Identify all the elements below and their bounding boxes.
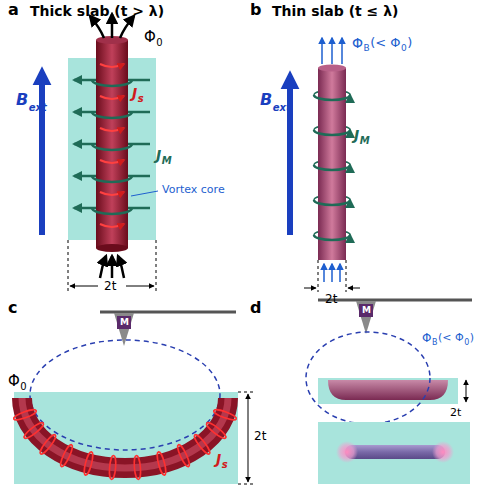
vortex-end-glow — [336, 441, 358, 463]
js-loop — [213, 408, 238, 422]
js-loop — [192, 433, 211, 456]
flux-subscript: 0 — [401, 44, 407, 53]
js-loop — [109, 455, 117, 479]
ring-highlight — [22, 398, 228, 468]
js-loop — [83, 451, 95, 476]
js-loop — [13, 408, 38, 422]
cantilever — [318, 299, 472, 302]
field-symbol: B — [260, 92, 272, 108]
dimension-arrow — [70, 286, 98, 287]
js-loop — [205, 421, 228, 440]
js-loops — [13, 408, 238, 480]
vortex-half-ring — [22, 398, 228, 468]
leader-line — [131, 191, 158, 196]
dimension-arrow — [126, 286, 154, 287]
panel-c-art — [13, 312, 254, 484]
flux-text: ) — [407, 36, 412, 49]
flux-arrows — [90, 14, 134, 278]
panel-letter: a — [8, 2, 19, 18]
flux-symbol: Φ — [352, 36, 363, 50]
field-arrow — [287, 76, 293, 235]
dimension-label: 2t — [104, 280, 116, 292]
flux-subscript: 0 — [20, 382, 26, 392]
jm-loops — [92, 80, 132, 214]
flux-loop — [30, 340, 220, 450]
panel-letter: b — [250, 2, 261, 18]
panel-b-art — [290, 38, 360, 292]
current-subscript: M — [162, 156, 172, 166]
flux-subscript: 0 — [156, 38, 162, 48]
vortex-bar — [345, 445, 445, 459]
flux-text: ) — [470, 332, 474, 343]
js-arrows — [100, 64, 124, 227]
field-arrow — [39, 72, 45, 235]
vortex-end-glow — [432, 441, 454, 463]
dimension-label: 2t — [450, 407, 461, 418]
current-subscript: s — [222, 460, 228, 470]
current-symbol: J — [156, 148, 161, 162]
panel-letter: d — [250, 300, 261, 316]
flux-text: (< Φ — [370, 36, 400, 49]
probe-tip — [114, 313, 134, 346]
dimension-arrow — [348, 288, 360, 289]
js-loop — [176, 443, 192, 467]
panel-a-art — [42, 14, 158, 292]
current-symbol: J — [132, 86, 137, 100]
flux-symbol: Φ — [144, 30, 156, 45]
dimension-label: 2t — [254, 430, 266, 442]
flux-loop — [306, 332, 430, 424]
dimension-extension — [318, 260, 346, 292]
current-symbol: J — [216, 452, 221, 466]
probe-tip — [356, 301, 376, 334]
flux-subscript: B — [364, 44, 370, 53]
vortex-core-bottom — [96, 244, 128, 252]
thin-slab — [318, 378, 458, 404]
js-loop — [156, 451, 168, 476]
vortex-core — [96, 40, 128, 248]
current-symbol: J — [354, 128, 359, 142]
panel-d-art — [306, 300, 472, 484]
moment-patch — [359, 304, 373, 317]
flux-symbol: Φ — [8, 374, 20, 389]
vortex-half-ring — [328, 380, 448, 400]
field-subscript: ext — [29, 103, 47, 113]
dimension-extension — [68, 240, 156, 292]
flux-subscript: 0 — [464, 339, 469, 347]
current-subscript: M — [360, 136, 370, 146]
dimension-extension — [238, 392, 254, 484]
rod-top — [318, 65, 346, 72]
dimension-arrow — [248, 394, 249, 482]
flux-symbol: Φ — [422, 332, 431, 344]
thick-slab — [14, 392, 238, 484]
flux-arrows — [322, 38, 342, 282]
panel-letter: c — [8, 300, 17, 316]
flux-subscript: B — [432, 339, 438, 347]
moment-label: M — [120, 318, 129, 327]
js-loop — [59, 443, 75, 467]
js-loop — [133, 455, 141, 479]
js-loop — [38, 433, 57, 456]
field-subscript: ext — [273, 103, 291, 113]
vortex-rod — [318, 68, 346, 260]
js-loop — [22, 421, 45, 440]
dimension-arrow — [466, 380, 467, 402]
panel-title: Thick slab (t > λ) — [30, 4, 164, 18]
slab-top-view — [318, 422, 470, 484]
field-symbol: B — [16, 92, 28, 108]
moment-label: M — [362, 306, 371, 315]
flux-text: (< Φ — [438, 332, 464, 343]
dimension-label: 2t — [325, 293, 337, 305]
current-subscript: s — [138, 94, 144, 104]
jm-coil — [314, 95, 350, 240]
moment-patch — [117, 316, 131, 329]
dimension-arrow — [304, 288, 316, 289]
callout-label: Vortex core — [162, 184, 225, 195]
panel-title: Thin slab (t ≤ λ) — [272, 4, 398, 18]
